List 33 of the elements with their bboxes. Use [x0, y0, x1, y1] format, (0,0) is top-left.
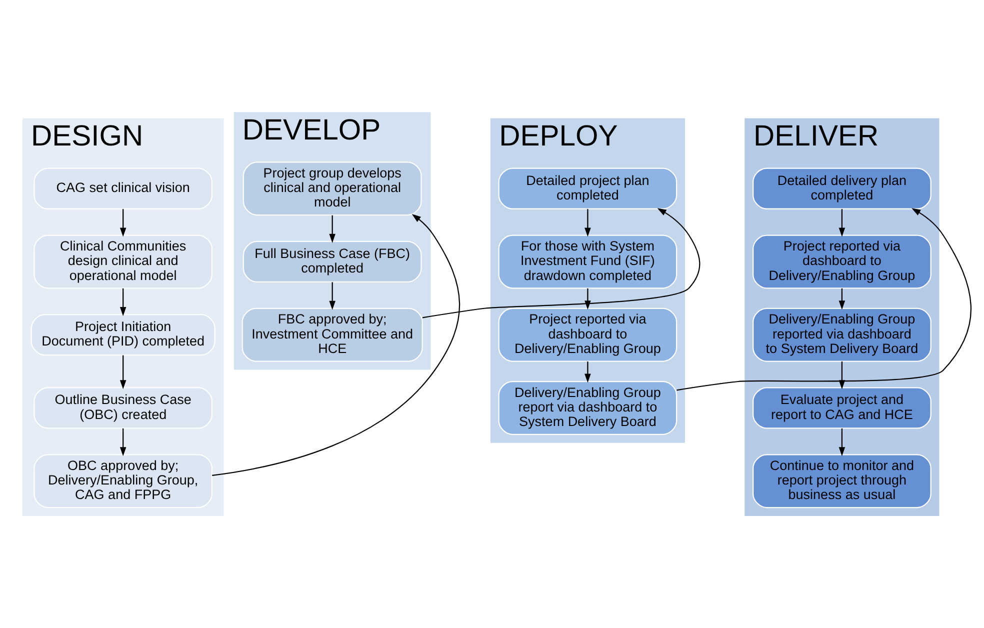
arrow — [120, 355, 126, 390]
node-box: OBC approved by; Delivery/Enabling Group, CAG and FPPG — [34, 454, 213, 508]
node-box: Full Business Case (FBC) completed — [242, 240, 422, 282]
node-box: Project reported via dashboard to Delivery/Enabling Group — [752, 234, 932, 289]
arrow — [212, 214, 460, 476]
arrow — [329, 282, 336, 310]
node-box: Evaluate project and report to CAG and HCE — [752, 387, 932, 429]
node-box: Project reported via dashboard to Delivery/Enabling Group — [498, 308, 678, 362]
node-box: Detailed delivery plan completed — [752, 168, 932, 210]
arrow — [838, 209, 846, 237]
node-box: CAG set clinical vision — [34, 168, 213, 210]
node-box: FBC approved by; Investment Committee and HCE — [242, 308, 423, 362]
node-box: Delivery/Enabling Group reported via dashboard to System Delivery Board — [752, 308, 932, 362]
arrow — [422, 208, 700, 318]
arrow — [584, 362, 591, 383]
arrow — [329, 215, 336, 243]
arrow — [120, 288, 126, 316]
arrow — [838, 428, 846, 456]
node-box: Project Initiation Document (PID) completed — [30, 314, 216, 356]
node-box: Project group develops clinical and operational model — [242, 162, 422, 216]
node-box: Delivery/Enabling Group report via dashboard to System Delivery Board — [498, 380, 678, 435]
node-box: Outline Business Case (OBC) created — [34, 387, 213, 429]
node-box: Clinical Communities design clinical and operational model — [34, 234, 213, 289]
arrow — [120, 209, 126, 237]
node-box: Detailed project plan completed — [498, 168, 678, 210]
arrow — [120, 428, 126, 456]
node-box: For those with System Investment Fund (SIF) drawdown completed — [498, 234, 678, 289]
arrow — [584, 288, 591, 310]
arrow — [584, 209, 591, 237]
arrow — [676, 208, 972, 391]
node-box: Continue to monitor and report project through business as usual — [752, 454, 932, 508]
arrow — [838, 288, 846, 310]
arrow — [838, 362, 846, 390]
